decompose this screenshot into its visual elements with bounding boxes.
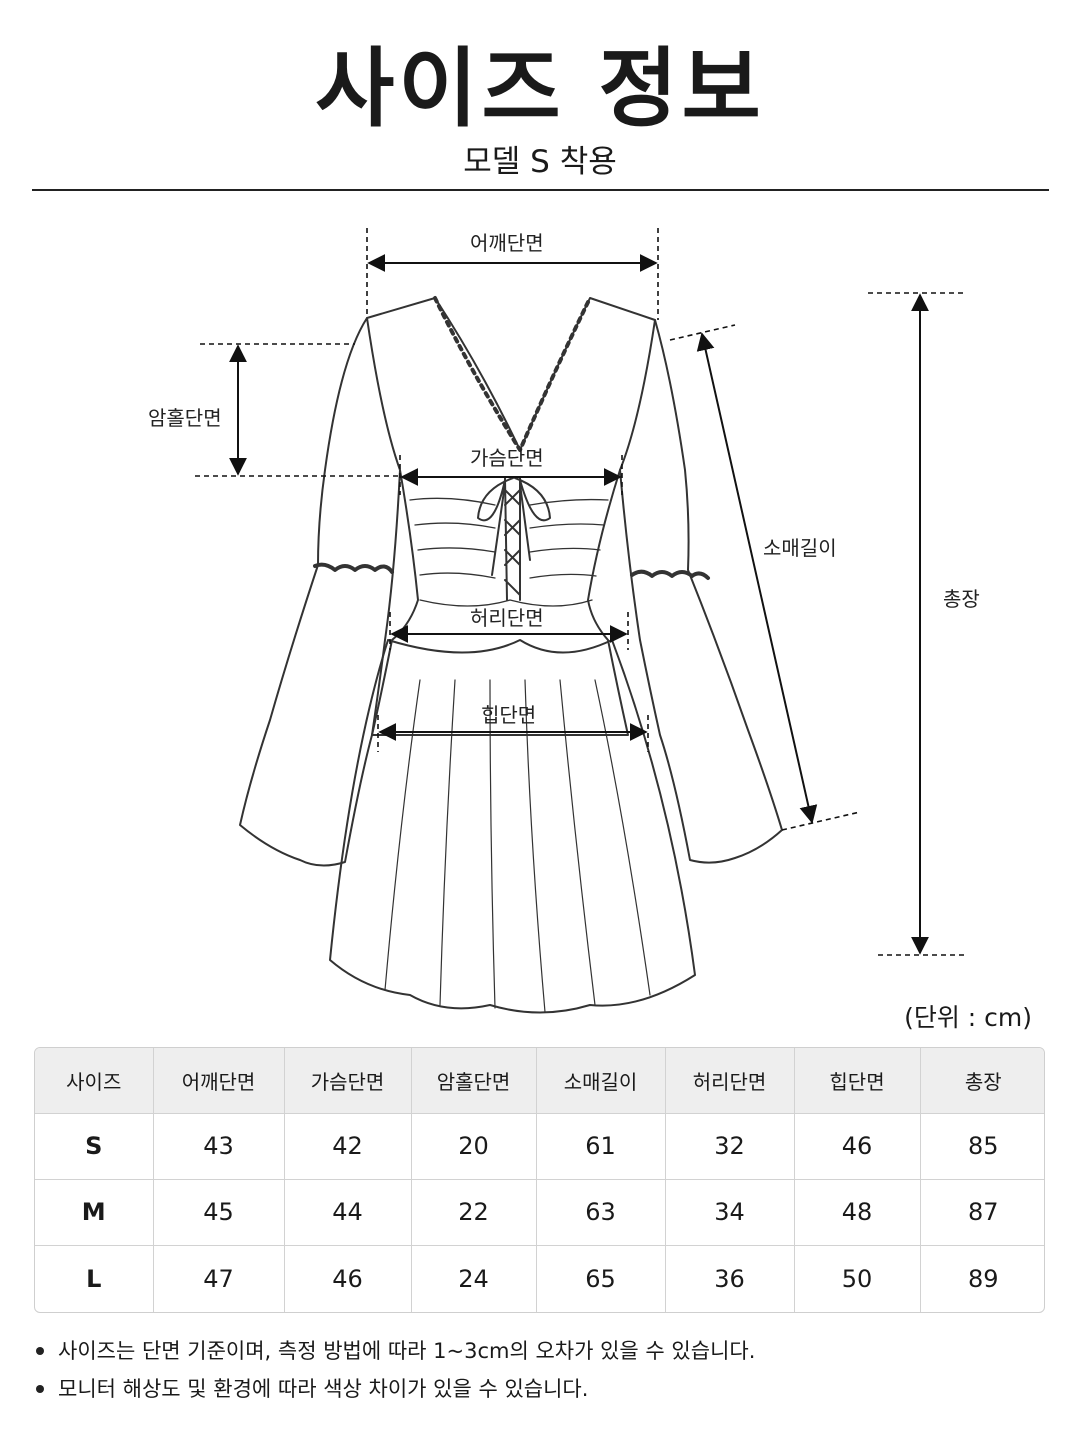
- label-shoulder: 어깨단면: [470, 231, 544, 255]
- dress-illustration: [195, 228, 966, 1014]
- size-table: 사이즈 어깨단면 가슴단면 암홀단면 소매길이 허리단면 힙단면 총장 S 43…: [34, 1047, 1045, 1313]
- table-cell: L: [35, 1245, 154, 1312]
- header-size: 사이즈: [35, 1048, 154, 1114]
- header-hip: 힙단면: [794, 1048, 921, 1114]
- header-chest: 가슴단면: [284, 1048, 412, 1114]
- right-cuff-ruffle: [630, 569, 710, 580]
- table-cell: 46: [284, 1245, 412, 1312]
- table-cell: 61: [536, 1113, 666, 1180]
- table-header-row: 사이즈 어깨단면 가슴단면 암홀단면 소매길이 허리단면 힙단면 총장: [35, 1048, 1044, 1114]
- table-cell: 87: [920, 1179, 1044, 1247]
- skirt-folds: [384, 679, 651, 1013]
- bullet-icon: [36, 1385, 44, 1393]
- list-item: 모니터 해상도 및 환경에 따라 색상 차이가 있을 수 있습니다.: [34, 1370, 1045, 1408]
- table-cell: 20: [411, 1113, 537, 1180]
- table-cell: S: [35, 1113, 154, 1180]
- table-cell: 63: [536, 1179, 666, 1247]
- header-total: 총장: [920, 1048, 1044, 1114]
- neckline-trim: [433, 296, 592, 452]
- table-cell: 47: [153, 1245, 285, 1312]
- table-row: S 43 42 20 61 32 46 85: [35, 1113, 1044, 1180]
- left-cuff-ruffle: [313, 562, 394, 574]
- table-cell: 24: [411, 1245, 537, 1312]
- note-text: 사이즈는 단면 기준이며, 측정 방법에 따라 1~3cm의 오차가 있을 수 …: [58, 1339, 756, 1363]
- front-lacing: [504, 477, 521, 601]
- title-divider: [32, 189, 1049, 191]
- label-sleeve: 소매길이: [763, 536, 837, 560]
- table-cell: 32: [665, 1113, 795, 1180]
- left-sleeve-outline: [239, 317, 401, 867]
- sleeve-arrow: [696, 332, 818, 824]
- table-cell: 50: [794, 1245, 921, 1312]
- table-row: M 45 44 22 63 34 48 87: [35, 1179, 1044, 1247]
- skirt-outline: [329, 639, 696, 1014]
- table-cell: 43: [153, 1113, 285, 1180]
- table-cell: 65: [536, 1245, 666, 1312]
- right-sleeve-outline: [619, 319, 783, 864]
- label-hip: 힙단면: [481, 703, 537, 727]
- page-title: 사이즈 정보: [315, 39, 765, 139]
- table-cell: 22: [411, 1179, 537, 1247]
- table-cell: 46: [794, 1113, 921, 1180]
- header-armhole: 암홀단면: [411, 1048, 537, 1114]
- table-cell: 85: [920, 1113, 1044, 1180]
- sleeve-guide-top: [669, 324, 736, 341]
- bodice-ruching: [409, 497, 609, 607]
- tie-bow: [477, 477, 551, 576]
- table-cell: 36: [665, 1245, 795, 1312]
- sleeve-guide-bottom: [781, 811, 861, 831]
- table-cell: 34: [665, 1179, 795, 1247]
- notes-list: 사이즈는 단면 기준이며, 측정 방법에 따라 1~3cm의 오차가 있을 수 …: [34, 1332, 1045, 1408]
- table-cell: 42: [284, 1113, 412, 1180]
- header-sleeve: 소매길이: [536, 1048, 666, 1114]
- label-total: 총장: [943, 587, 980, 611]
- table-cell: 48: [794, 1179, 921, 1247]
- label-armhole: 암홀단면: [148, 406, 222, 430]
- bullet-icon: [36, 1347, 44, 1355]
- note-text: 모니터 해상도 및 환경에 따라 색상 차이가 있을 수 있습니다.: [58, 1377, 589, 1401]
- label-chest: 가슴단면: [470, 446, 544, 470]
- bodice-outline: [366, 297, 656, 736]
- list-item: 사이즈는 단면 기준이며, 측정 방법에 따라 1~3cm의 오차가 있을 수 …: [34, 1332, 1045, 1370]
- unit-note: (단위 : cm): [904, 1003, 1032, 1032]
- dress-measurement-diagram: 어깨단면 암홀단면 가슴단면 소매길이 총장 허리단면 힙단면: [0, 200, 1080, 1020]
- table-cell: 45: [153, 1179, 285, 1247]
- table-cell: 44: [284, 1179, 412, 1247]
- header-waist: 허리단면: [665, 1048, 795, 1114]
- header-shoulder: 어깨단면: [153, 1048, 285, 1114]
- table-cell: M: [35, 1179, 154, 1247]
- label-waist: 허리단면: [470, 606, 544, 630]
- page-subtitle: 모델 S 착용: [463, 144, 617, 180]
- table-cell: 89: [967, 1265, 999, 1294]
- table-row: L 47 46 24 65 36 50 89: [35, 1245, 1044, 1312]
